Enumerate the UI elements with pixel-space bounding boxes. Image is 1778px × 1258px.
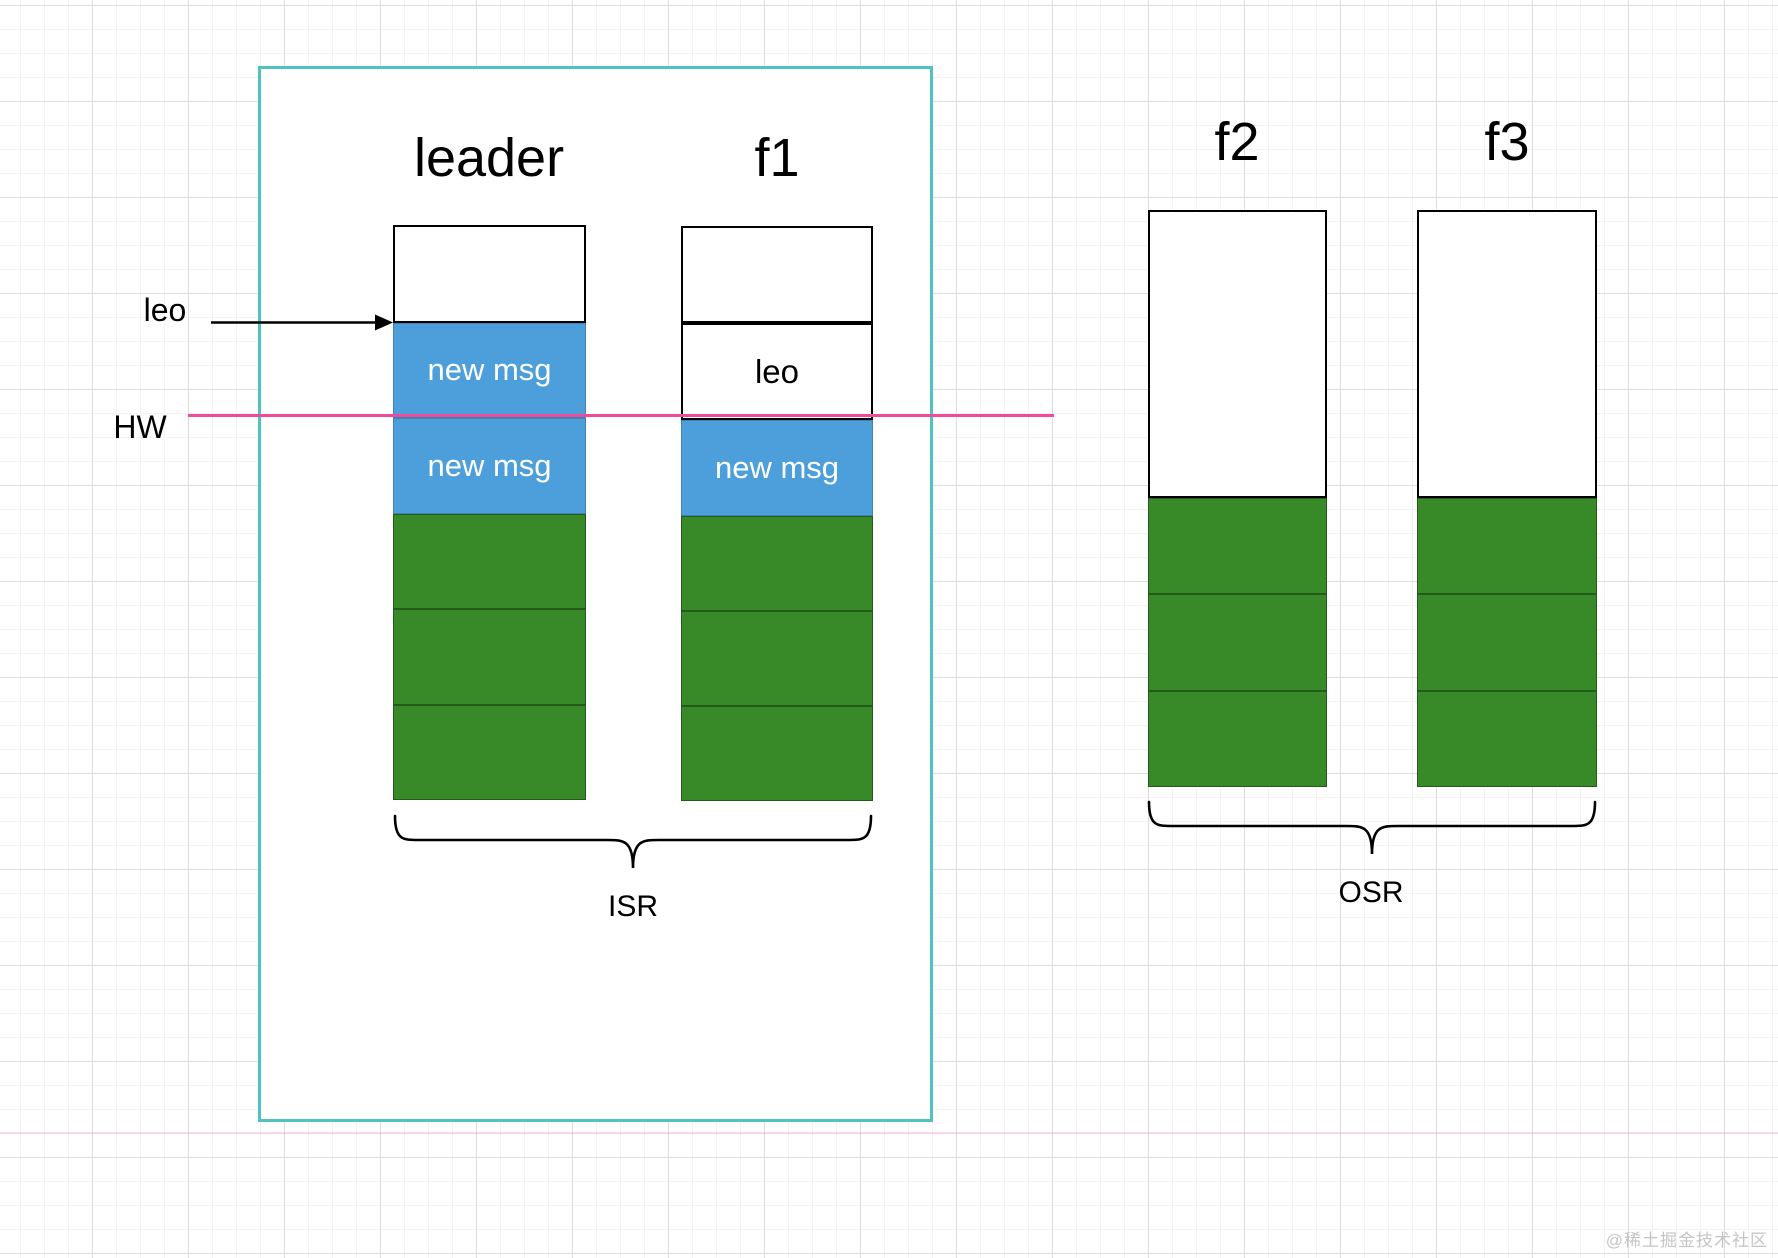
column-title-f2: f2 bbox=[1214, 112, 1260, 172]
leader-segment-new-new-msg: new msg bbox=[393, 418, 586, 514]
hw-label: HW bbox=[113, 409, 167, 445]
column-title-f3: f3 bbox=[1484, 112, 1530, 172]
leader-segment-empty bbox=[393, 225, 586, 323]
high-watermark-line bbox=[188, 414, 1054, 417]
leader-segment-committed bbox=[393, 609, 586, 705]
leader-segment-committed bbox=[393, 704, 586, 800]
isr-brace-icon bbox=[393, 814, 873, 869]
f1-segment-committed bbox=[681, 705, 873, 802]
f2-segment-committed bbox=[1148, 497, 1327, 594]
f1-segment-new-new-msg: new msg bbox=[681, 420, 873, 516]
column-title-f1: f1 bbox=[754, 128, 800, 188]
leo-arrow-icon bbox=[211, 314, 393, 331]
column-title-leader: leader bbox=[413, 128, 565, 188]
f3-segment-committed bbox=[1417, 594, 1597, 691]
f2-segment-committed bbox=[1148, 690, 1327, 787]
isr-label: ISR bbox=[607, 890, 659, 923]
guide-line bbox=[0, 1132, 1778, 1134]
f1-segment-committed bbox=[681, 610, 873, 706]
leo-pointer-label: leo bbox=[143, 292, 187, 328]
f1-segment-committed bbox=[681, 515, 873, 611]
f3-segment-committed bbox=[1417, 690, 1597, 787]
leader-segment-committed bbox=[393, 513, 586, 609]
column-f2 bbox=[1148, 210, 1327, 787]
column-f3 bbox=[1417, 210, 1597, 787]
f2-segment-empty bbox=[1148, 210, 1327, 498]
f1-segment-empty bbox=[681, 226, 873, 324]
watermark: @稀土掘金技术社区 bbox=[1605, 1231, 1768, 1250]
f1-segment-empty-leo: leo bbox=[681, 323, 873, 421]
leader-segment-new-new-msg: new msg bbox=[393, 322, 586, 418]
f3-segment-empty bbox=[1417, 210, 1597, 498]
f2-segment-committed bbox=[1148, 594, 1327, 691]
f3-segment-committed bbox=[1417, 497, 1597, 594]
osr-label: OSR bbox=[1338, 876, 1404, 909]
osr-brace-icon bbox=[1147, 800, 1597, 855]
